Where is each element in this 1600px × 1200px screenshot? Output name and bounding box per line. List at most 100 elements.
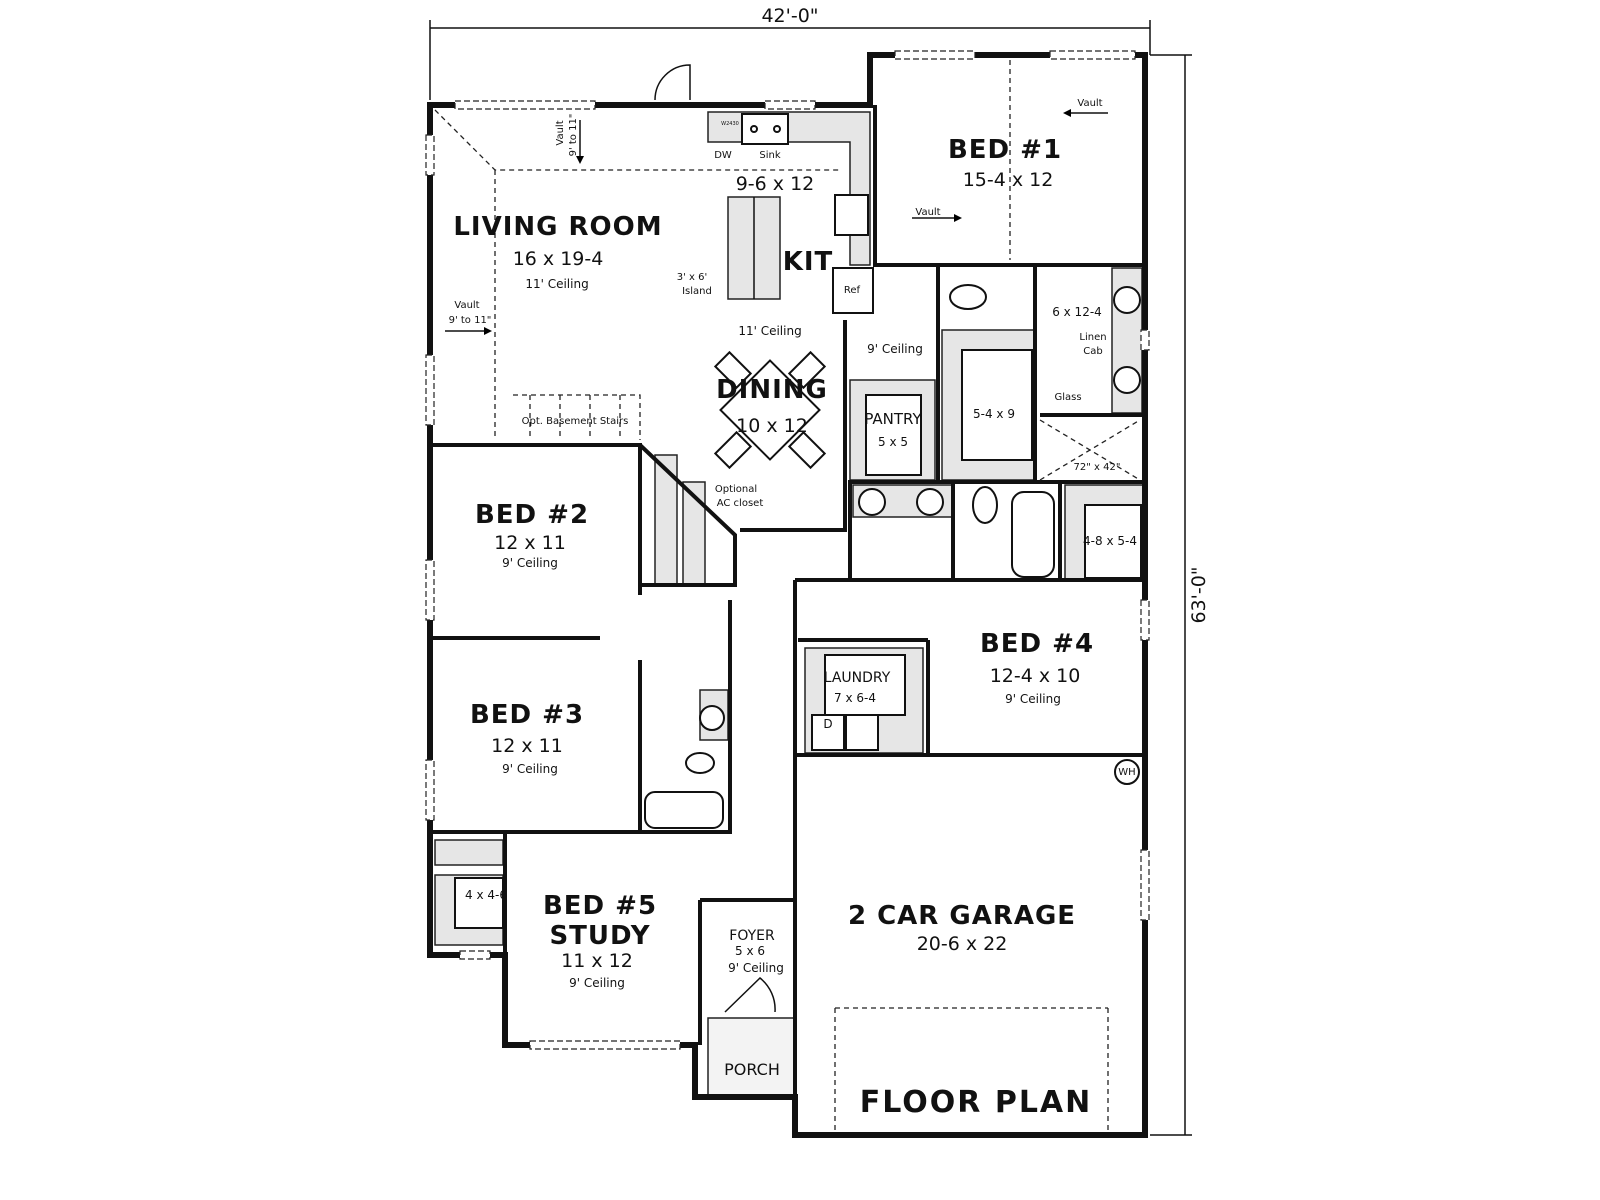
room-size: 20-6 x 22: [917, 933, 1008, 955]
room-name: BED #3: [470, 700, 584, 730]
fixtures: [644, 64, 1141, 1013]
bathtub-icon: [644, 791, 724, 829]
sink-label: Sink: [759, 150, 780, 161]
room-name: BED #4: [980, 629, 1094, 659]
room-name: BED #2: [475, 500, 589, 530]
room-dining: DINING 10 x 12: [716, 375, 828, 437]
vault-note: Vault: [454, 300, 479, 311]
room-name: PANTRY: [864, 410, 922, 428]
linen-cab-label: Linen: [1079, 332, 1106, 343]
dimension-width: 42'-0": [429, 5, 1151, 100]
room-size: 11 x 12: [561, 950, 633, 972]
room-bed1: BED #1 15-4 x 12: [948, 135, 1061, 191]
room-name: KIT: [783, 247, 834, 277]
sink-icon: [1113, 286, 1141, 314]
room-name: BED #5: [543, 891, 657, 921]
water-heater-label: WH: [1118, 767, 1135, 778]
basement-stairs-label: Opt. Basement Stairs: [522, 416, 629, 427]
room-size: 7 x 6-4: [834, 691, 876, 705]
room-size: 12-4 x 10: [990, 665, 1081, 687]
water-heater-icon: [1114, 759, 1140, 785]
vault-range-note: 9' to 11": [568, 114, 579, 157]
sink-icon: [916, 488, 944, 516]
washer-icon: [845, 714, 879, 751]
bathtub-icon: [1011, 491, 1055, 578]
interior-walls: [430, 105, 1145, 1135]
width-dimension-label: 42'-0": [761, 5, 818, 27]
ac-closet-note-2: AC closet: [717, 498, 764, 509]
depth-dimension-label: 63'-0": [1188, 566, 1210, 623]
room-size: 9-6 x 12: [736, 173, 815, 195]
room-bed4: BED #4 12-4 x 10 9' Ceiling: [980, 629, 1094, 706]
toilet-icon: [972, 486, 998, 524]
room-ceiling: 9' Ceiling: [502, 556, 558, 570]
room-ceiling: 9' Ceiling: [728, 961, 784, 975]
sink-icon: [858, 488, 886, 516]
range-icon: [834, 194, 869, 236]
vault-lines: [434, 60, 1141, 1130]
dining-table-icon: [713, 350, 827, 470]
linen-cab-label-2: Cab: [1083, 346, 1102, 357]
glass-label: Glass: [1054, 392, 1081, 403]
refrigerator-label: Ref: [844, 285, 861, 296]
room-ceiling: 9' Ceiling: [867, 342, 923, 356]
vault-note: Vault: [915, 207, 940, 218]
room-kitchen: 9-6 x 12 KIT 11' Ceiling: [736, 173, 834, 338]
entry-door-icon: [654, 64, 691, 101]
room-size: 10 x 12: [736, 415, 808, 437]
vault-arrows: [445, 109, 1108, 335]
room-bed3: BED #3 12 x 11 9' Ceiling: [470, 700, 584, 776]
sink-icon: [699, 705, 725, 731]
room-size: 16 x 19-4: [513, 248, 604, 270]
dryer-icon: [811, 714, 845, 751]
room-ceiling: 9' Ceiling: [502, 762, 558, 776]
room-pantry: 9' Ceiling PANTRY 5 x 5: [864, 342, 923, 449]
ac-closet-note: Optional: [715, 484, 757, 495]
room-name: LIVING ROOM: [453, 212, 662, 242]
room-name-2: STUDY: [549, 921, 650, 951]
dimension-depth: 63'-0": [1150, 54, 1210, 1136]
room-ceiling: 11' Ceiling: [738, 324, 801, 338]
vault-range-note: 9' to 11": [449, 315, 492, 326]
room-laundry: LAUNDRY 7 x 6-4 D: [823, 670, 890, 731]
shower-size: 72" x 42": [1074, 462, 1121, 473]
island-size: 3' x 6': [677, 272, 708, 283]
front-door-icon: [724, 977, 776, 1013]
vault-note: Vault: [1077, 98, 1102, 109]
room-ceiling: 11' Ceiling: [525, 277, 588, 291]
room-size: 12 x 11: [491, 735, 563, 757]
window-tag: W2430: [721, 121, 739, 127]
room-ceiling: 9' Ceiling: [1005, 692, 1061, 706]
room-name: DINING: [716, 375, 828, 405]
master-bath-size: 6 x 12-4: [1052, 305, 1102, 319]
bed5-closet-size: 4 x 4-6: [465, 888, 507, 902]
bed4-closet-size: 4-8 x 5-4: [1083, 534, 1137, 548]
dishwasher-label: DW: [714, 150, 732, 161]
room-name: LAUNDRY: [824, 670, 891, 686]
room-porch: PORCH: [724, 1060, 780, 1079]
room-size: 5 x 6: [735, 944, 765, 958]
room-ceiling: 9' Ceiling: [569, 976, 625, 990]
room-size: 5 x 5: [878, 435, 908, 449]
toilet-icon: [949, 284, 987, 310]
room-size: 12 x 11: [494, 532, 566, 554]
room-size: 15-4 x 12: [963, 169, 1054, 191]
vault-note: Vault: [555, 120, 566, 145]
annotations: Vault 9' to 11" Vault 9' to 11" Vault Va…: [449, 98, 1121, 509]
refrigerator-icon: [832, 267, 874, 314]
room-name: 2 CAR GARAGE: [848, 901, 1076, 931]
dryer-label: D: [823, 717, 832, 731]
room-living: LIVING ROOM 16 x 19-4 11' Ceiling: [453, 212, 662, 291]
room-bed2: BED #2 12 x 11 9' Ceiling: [475, 500, 589, 570]
plan-title: FLOOR PLAN: [860, 1085, 1093, 1120]
master-closet-size: 5-4 x 9: [973, 407, 1015, 421]
sink-icon: [1113, 366, 1141, 394]
counters: [434, 111, 1144, 1096]
room-foyer: FOYER 5 x 6 9' Ceiling: [728, 928, 784, 975]
toilet-icon: [685, 752, 715, 774]
room-name: FOYER: [729, 928, 775, 944]
windows: [425, 50, 1150, 1050]
room-garage: 2 CAR GARAGE 20-6 x 22 WH: [848, 767, 1136, 955]
room-bed5: BED #5 STUDY 11 x 12 9' Ceiling: [543, 891, 657, 990]
